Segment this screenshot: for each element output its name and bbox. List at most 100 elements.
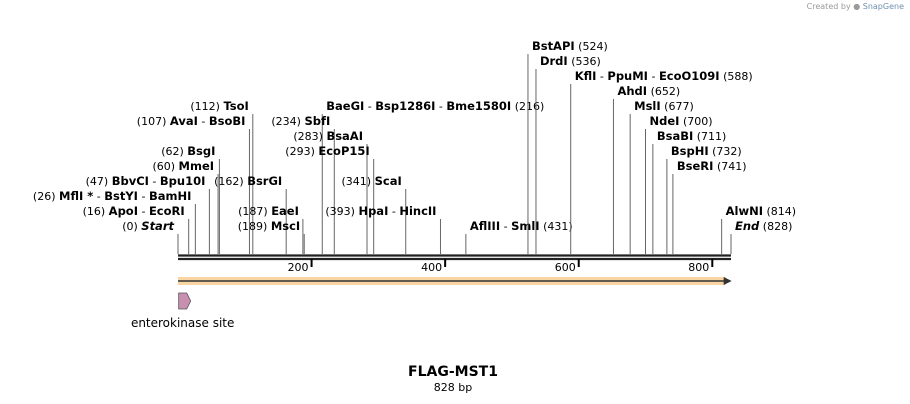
feature-track: enterokinase site bbox=[131, 277, 732, 330]
site-mfli[interactable]: (26) MflI * - BstYI - BamHI bbox=[33, 189, 196, 254]
site-name: EcoP15I bbox=[318, 144, 369, 158]
site-name: Bsp1286I bbox=[375, 99, 435, 113]
site-name: PpuMI bbox=[607, 69, 648, 83]
site-label[interactable]: (26) MflI * - BstYI - BamHI bbox=[33, 189, 191, 203]
site-position: (47) bbox=[86, 175, 109, 188]
site-drdi[interactable]: DrdI (536) bbox=[535, 54, 601, 254]
site-start[interactable]: (0) Start bbox=[122, 219, 179, 254]
site-sbfi[interactable]: (234) SbfI bbox=[271, 114, 335, 254]
enterokinase-site-icon[interactable] bbox=[178, 292, 192, 310]
site-label[interactable]: (189) MscI bbox=[238, 219, 300, 233]
ruler-tick-label: 200 bbox=[288, 261, 309, 274]
site-label[interactable]: AhdI (652) bbox=[617, 84, 680, 98]
site-label[interactable]: (293) EcoP15I bbox=[285, 144, 369, 158]
site-position: (293) bbox=[285, 145, 315, 158]
site-hpai[interactable]: (393) HpaI - HincII bbox=[325, 204, 441, 254]
site-position: (112) bbox=[190, 100, 220, 113]
site-bsgi[interactable]: (62) BsgI bbox=[161, 144, 220, 254]
ruler-tick-label: 600 bbox=[555, 261, 576, 274]
site-name: MflI * bbox=[59, 189, 93, 203]
site-separator: - bbox=[500, 220, 511, 233]
site-label[interactable]: BaeGI - Bsp1286I - Bme1580I (216) bbox=[326, 99, 544, 113]
site-position: (162) bbox=[214, 175, 244, 188]
site-label[interactable]: End (828) bbox=[735, 219, 792, 233]
site-bsaai[interactable]: (283) BsaAI bbox=[293, 129, 368, 254]
site-name: ApoI bbox=[109, 204, 138, 218]
site-name: AflIII bbox=[470, 219, 500, 233]
site-label[interactable]: BsaBI (711) bbox=[657, 129, 727, 143]
site-position: (234) bbox=[271, 115, 301, 128]
site-label[interactable]: (112) TsoI bbox=[190, 99, 248, 113]
site-label[interactable]: KflI - PpuMI - EcoO109I (588) bbox=[575, 69, 753, 83]
site-label[interactable]: DrdI (536) bbox=[540, 54, 601, 68]
site-label[interactable]: (0) Start bbox=[122, 219, 174, 233]
site-label[interactable]: BstAPI (524) bbox=[532, 39, 608, 53]
site-separator: - bbox=[138, 190, 149, 203]
site-label[interactable]: AlwNI (814) bbox=[726, 204, 796, 218]
site-kfli[interactable]: KflI - PpuMI - EcoO109I (588) bbox=[570, 69, 753, 254]
site-label[interactable]: (47) BbvCI - Bpu10I bbox=[86, 174, 206, 188]
site-position: (16) bbox=[83, 205, 106, 218]
site-name: AhdI bbox=[617, 84, 647, 98]
site-label[interactable]: NdeI (700) bbox=[650, 114, 713, 128]
site-name: Start bbox=[141, 219, 174, 233]
site-bsphi[interactable]: BspHI (732) bbox=[666, 144, 742, 254]
site-name: SbfI bbox=[304, 114, 330, 128]
site-ahdi[interactable]: AhdI (652) bbox=[612, 84, 680, 254]
site-bbvci[interactable]: (47) BbvCI - Bpu10I bbox=[86, 174, 210, 254]
ruler-tick-label: 800 bbox=[688, 261, 709, 274]
site-eaei[interactable]: (187) EaeI bbox=[238, 204, 304, 254]
site-position: (741) bbox=[717, 160, 747, 173]
site-label[interactable]: (162) BsrGI bbox=[214, 174, 282, 188]
site-position: (677) bbox=[664, 100, 694, 113]
site-label[interactable]: (62) BsgI bbox=[161, 144, 215, 158]
site-label[interactable]: (107) AvaI - BsoBI bbox=[137, 114, 246, 128]
site-name: Bme1580I bbox=[446, 99, 511, 113]
site-name: SmlI bbox=[511, 219, 540, 233]
site-label[interactable]: (16) ApoI - EcoRI bbox=[83, 204, 185, 218]
site-bseri[interactable]: BseRI (741) bbox=[672, 159, 747, 254]
site-afliii[interactable]: AflIII - SmlI (431) bbox=[465, 219, 573, 254]
site-alwni[interactable]: AlwNI (814) bbox=[721, 204, 796, 254]
site-apoi[interactable]: (16) ApoI - EcoRI bbox=[83, 204, 190, 254]
site-name: BamHI bbox=[149, 189, 191, 203]
site-name: ScaI bbox=[375, 174, 402, 188]
site-position: (814) bbox=[767, 205, 797, 218]
site-label[interactable]: (341) ScaI bbox=[342, 174, 402, 188]
site-name: BsaBI bbox=[657, 129, 693, 143]
site-ecop15i[interactable]: (293) EcoP15I bbox=[285, 144, 375, 254]
site-mmei[interactable]: (60) MmeI bbox=[152, 159, 219, 254]
site-name: BspHI bbox=[671, 144, 709, 158]
site-msci[interactable]: (189) MscI bbox=[238, 219, 305, 254]
site-label[interactable]: BseRI (741) bbox=[677, 159, 747, 173]
site-label[interactable]: (234) SbfI bbox=[271, 114, 330, 128]
site-label[interactable]: MslI (677) bbox=[634, 99, 694, 113]
site-tsoi[interactable]: (112) TsoI bbox=[190, 99, 254, 254]
site-ndei[interactable]: NdeI (700) bbox=[645, 114, 713, 254]
site-baegi[interactable]: BaeGI - Bsp1286I - Bme1580I (216) bbox=[321, 99, 544, 254]
site-position: (216) bbox=[515, 100, 545, 113]
site-label[interactable]: (60) MmeI bbox=[152, 159, 214, 173]
site-bstapi[interactable]: BstAPI (524) bbox=[527, 39, 608, 254]
site-avai[interactable]: (107) AvaI - BsoBI bbox=[137, 114, 250, 254]
site-end[interactable]: End (828) bbox=[730, 219, 792, 254]
site-bsrgi[interactable]: (162) BsrGI bbox=[214, 174, 287, 254]
site-bsabi[interactable]: BsaBI (711) bbox=[652, 129, 727, 254]
site-separator: - bbox=[198, 115, 209, 128]
site-separator: - bbox=[435, 100, 446, 113]
site-label[interactable]: BspHI (732) bbox=[671, 144, 742, 158]
orf-arrowhead-icon bbox=[723, 277, 732, 285]
site-name: MslI bbox=[634, 99, 661, 113]
site-scai[interactable]: (341) ScaI bbox=[342, 174, 407, 254]
site-name: EcoRI bbox=[149, 204, 185, 218]
site-position: (283) bbox=[293, 130, 323, 143]
site-label[interactable]: AflIII - SmlI (431) bbox=[470, 219, 573, 233]
site-position: (107) bbox=[137, 115, 167, 128]
site-label[interactable]: (393) HpaI - HincII bbox=[325, 204, 436, 218]
site-label[interactable]: (283) BsaAI bbox=[293, 129, 363, 143]
site-label[interactable]: (187) EaeI bbox=[238, 204, 299, 218]
site-name: MscI bbox=[271, 219, 300, 233]
site-msli[interactable]: MslI (677) bbox=[629, 99, 694, 254]
site-name: BstAPI bbox=[532, 39, 575, 53]
site-name: BsgI bbox=[187, 144, 215, 158]
